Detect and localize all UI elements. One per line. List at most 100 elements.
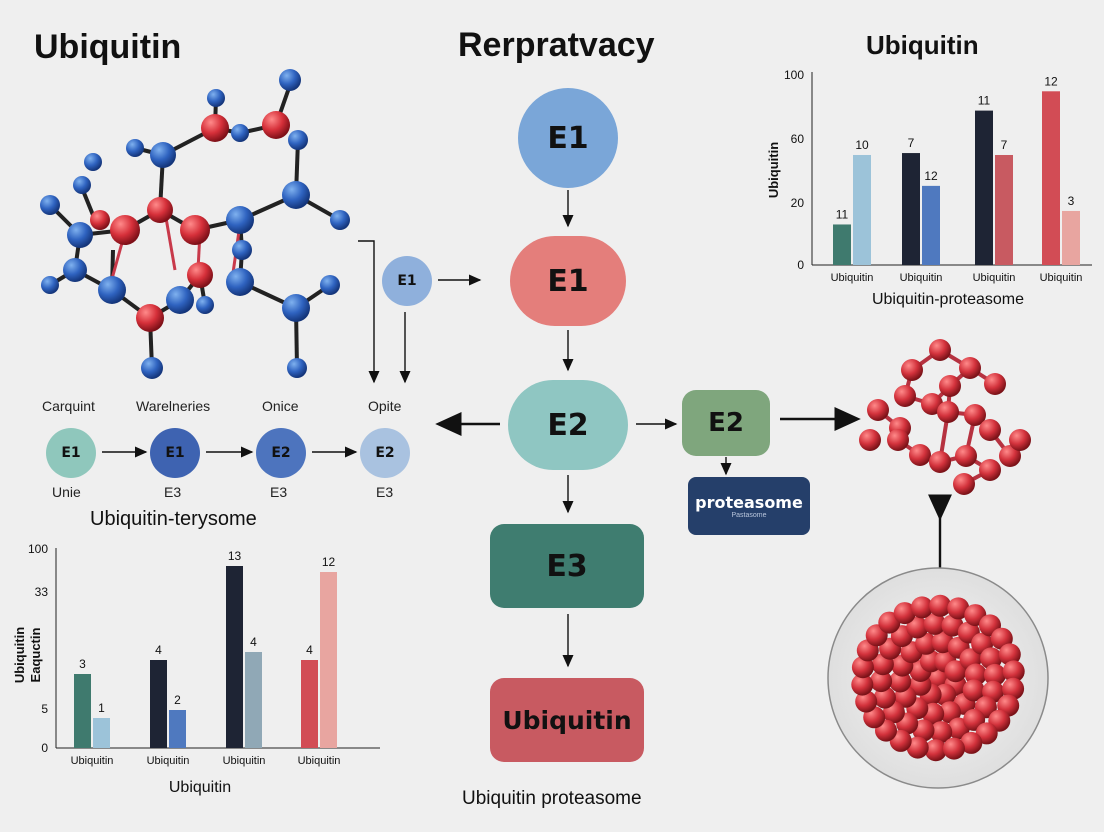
main-e2-pill: E2	[508, 380, 628, 470]
bar-value-label: 4	[306, 643, 313, 657]
bar	[245, 652, 262, 748]
bar	[995, 154, 1013, 265]
sphere-atom	[947, 597, 970, 620]
y-tick-label: 100	[784, 68, 804, 82]
cluster-atom	[887, 429, 909, 451]
proteasome-label: proteasome	[695, 493, 803, 512]
y-tick-label: 5	[41, 702, 48, 716]
y-tick-label: 0	[797, 258, 804, 272]
y-tick-label: 0	[41, 741, 48, 755]
cluster-atom	[955, 445, 977, 467]
sphere-atom	[930, 721, 953, 744]
sphere-atom	[906, 616, 929, 639]
y-tick-label: 100	[28, 542, 48, 556]
sphere-atom	[960, 731, 983, 754]
small-flow-top-node: E1	[382, 256, 432, 306]
cluster-atom	[1009, 429, 1031, 451]
sphere-atom	[1002, 677, 1025, 700]
main-e1-circle: E1	[518, 88, 618, 188]
bar-value-label: 4	[155, 643, 162, 657]
main-e3-box: E3	[490, 524, 644, 608]
bar-value-label: 12	[924, 169, 938, 183]
sphere-atom	[924, 739, 947, 762]
bar	[150, 660, 167, 748]
cluster-atom	[859, 429, 881, 451]
bar-value-label: 12	[1044, 74, 1058, 88]
bar-value-label: 7	[908, 136, 915, 150]
x-category-label: Ubiquitin	[973, 272, 1016, 284]
small-flow-label-3: Onice	[262, 398, 299, 414]
small-flow-node-1: E1	[46, 428, 96, 478]
sphere-atom	[906, 736, 929, 759]
sphere-atom	[873, 686, 896, 709]
small-flow-label-1: Carquint	[42, 398, 95, 414]
bar	[975, 110, 993, 265]
cluster-atom	[909, 444, 931, 466]
main-ubiquitin-box: Ubiquitin	[490, 678, 644, 762]
cluster-atom	[984, 373, 1006, 395]
cluster-atom	[999, 445, 1021, 467]
sphere-atom	[915, 632, 937, 655]
sphere-atom	[870, 670, 893, 693]
sphere-atom	[851, 656, 874, 679]
bar	[922, 185, 940, 265]
sphere-atom	[980, 647, 1003, 670]
small-flow-node-3: E2	[256, 428, 306, 478]
x-category-label: Ubiquitin	[1040, 272, 1083, 284]
y-tick-label: 33	[35, 585, 49, 599]
small-flow-caption: Ubiquitin-terysome	[90, 508, 257, 530]
y-axis-label: Ubiquitin	[766, 142, 781, 198]
x-category-label: Ubiquitin	[831, 272, 874, 284]
bar	[93, 718, 110, 748]
y-tick-label: 20	[791, 196, 805, 210]
y-axis-label: Ubiquitin	[12, 627, 27, 683]
small-flow-label-2: Warelneries	[136, 398, 211, 414]
cluster-atom	[937, 401, 959, 423]
bar	[833, 224, 851, 265]
bar-value-label: 3	[79, 657, 86, 671]
bar-value-label: 2	[174, 693, 181, 707]
bar-value-label: 7	[1001, 138, 1008, 152]
main-flow-caption: Ubiquitin proteasome	[462, 788, 642, 809]
small-flow-node-2: E1	[150, 428, 200, 478]
bar	[1042, 91, 1060, 265]
bar	[1062, 210, 1080, 265]
sphere-atom	[962, 679, 985, 702]
bar	[74, 674, 91, 748]
sphere-atom	[923, 612, 946, 635]
small-flow-sublabel-2: E3	[164, 484, 182, 500]
sphere-atom	[927, 667, 949, 689]
bar-value-label: 3	[1068, 194, 1075, 208]
center-title: Rerpratvacy	[458, 26, 655, 64]
sphere-atom	[851, 673, 874, 696]
sphere-atom	[893, 602, 916, 625]
bar-value-label: 12	[322, 555, 336, 569]
left-title: Ubiquitin	[34, 28, 182, 66]
small-flow-sublabel-4: E3	[376, 484, 394, 500]
cluster-atom	[979, 459, 1001, 481]
cluster-atom	[901, 359, 923, 381]
sphere-atom	[911, 596, 933, 619]
bar-value-label: 4	[250, 635, 257, 649]
bar	[902, 153, 920, 265]
cluster-atom	[929, 339, 951, 361]
cluster-atom	[894, 385, 916, 407]
y-axis-label-secondary: Eaquctin	[28, 627, 43, 682]
bar	[320, 572, 337, 748]
molecule-illustration	[40, 69, 350, 379]
sphere-atom	[998, 643, 1021, 666]
x-axis-label: Ubiquitin	[169, 779, 231, 796]
x-category-label: Ubiquitin	[900, 272, 943, 284]
bar	[853, 154, 871, 265]
sphere-atom	[943, 737, 965, 760]
x-category-label: Ubiquitin	[71, 755, 114, 767]
sphere-atom	[944, 660, 967, 683]
cluster-atom	[959, 357, 981, 379]
bar-value-label: 13	[228, 549, 242, 563]
small-flow-label-4: Opite	[368, 398, 402, 414]
sphere-atom	[929, 594, 952, 617]
x-axis-label: Ubiquitin-proteasome	[872, 291, 1024, 308]
